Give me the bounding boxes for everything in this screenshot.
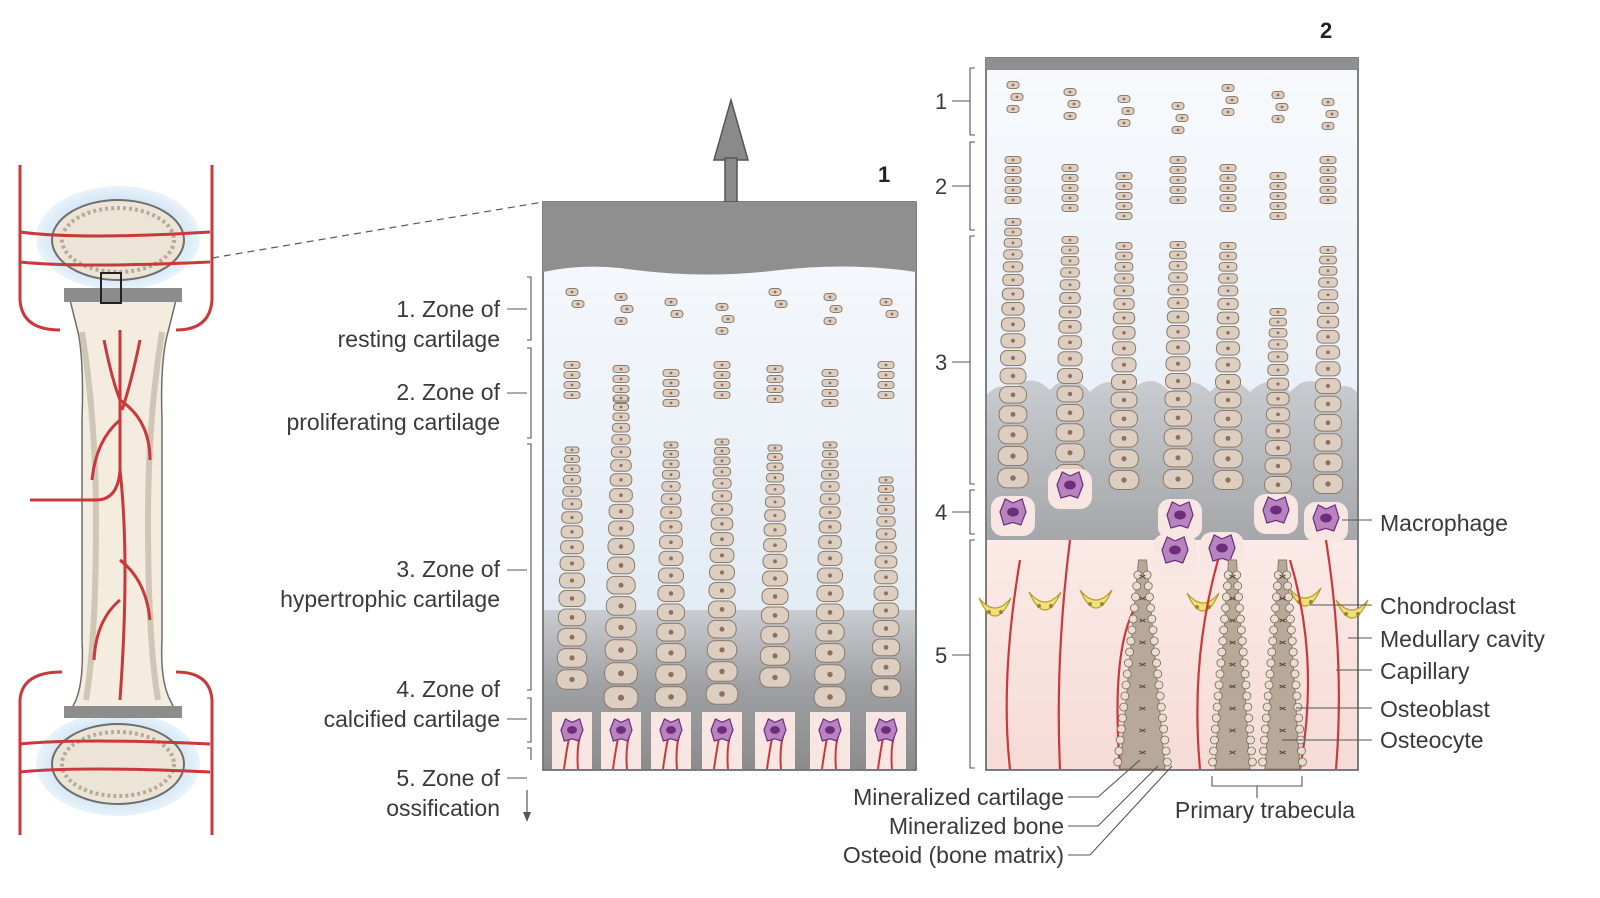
label-mineralized-bone: Mineralized bone: [889, 813, 1064, 839]
p2-zone-num-5: 5: [935, 643, 947, 668]
label-medullary-cavity: Medullary cavity: [1380, 626, 1545, 652]
zone3-line1: 3. Zone of: [396, 556, 500, 582]
zone3-line2: hypertrophic cartilage: [280, 586, 500, 612]
p2-zone-num-1: 1: [935, 89, 947, 114]
label-mineralized-cartilage: Mineralized cartilage: [853, 784, 1064, 810]
panel2-zone-numbers: 1 2 3 4 5: [935, 67, 975, 769]
panel1-zone-labels: 1. Zone of resting cartilage 2. Zone of …: [280, 276, 532, 822]
label-capillary: Capillary: [1380, 658, 1470, 684]
panel2-bottom-labels: Mineralized cartilage Mineralized bone O…: [843, 759, 1355, 868]
label-primary-trabecula: Primary trabecula: [1175, 797, 1355, 823]
label-osteoblast: Osteoblast: [1380, 696, 1491, 722]
zone1-line2: resting cartilage: [338, 326, 500, 352]
zone4-line2: calcified cartilage: [324, 706, 500, 732]
label-osteocyte: Osteocyte: [1380, 727, 1484, 753]
label-chondroclast: Chondroclast: [1380, 593, 1516, 619]
p2-zone-num-2: 2: [935, 174, 947, 199]
panel-1: [542, 97, 917, 771]
zone5-line2: ossification: [386, 795, 500, 821]
panel2-right-labels: Macrophage Chondroclast Medullary cavity…: [1282, 510, 1545, 753]
zoom-line: [211, 201, 544, 259]
p2-zone-num-3: 3: [935, 350, 947, 375]
label-osteoid: Osteoid (bone matrix): [843, 842, 1064, 868]
panel-number-2: 2: [1320, 18, 1332, 43]
arrow-up-icon: [713, 97, 749, 203]
zone1-line1: 1. Zone of: [396, 296, 500, 322]
zone2-line1: 2. Zone of: [396, 379, 500, 405]
panel-2: [978, 57, 1369, 771]
zone4-line1: 4. Zone of: [396, 676, 500, 702]
zone5-line1: 5. Zone of: [396, 765, 500, 791]
long-bone-icon: [18, 165, 214, 835]
panel-number-1: 1: [878, 162, 890, 187]
label-macrophage: Macrophage: [1380, 510, 1508, 536]
zone2-line2: proliferating cartilage: [286, 409, 500, 435]
p2-zone-num-4: 4: [935, 500, 947, 525]
